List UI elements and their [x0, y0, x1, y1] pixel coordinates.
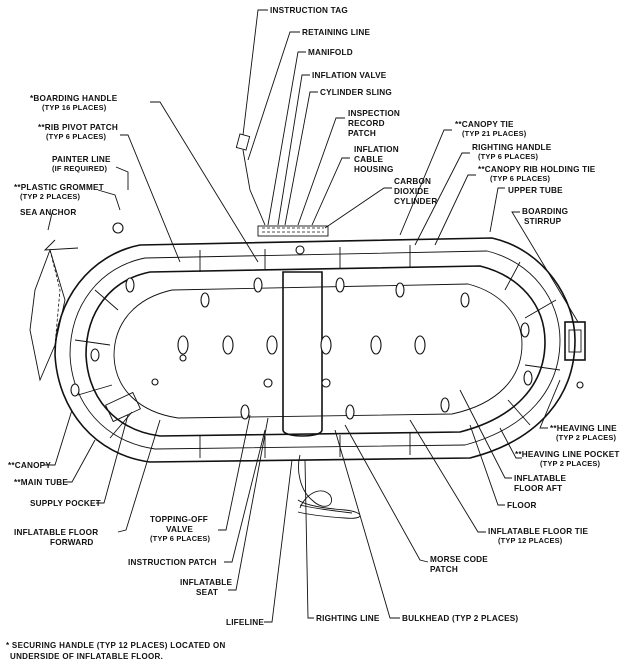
label-righting-line: RIGHTING LINE	[316, 614, 380, 623]
label-boarding-handle-2: (TYP 16 PLACES)	[42, 103, 107, 112]
label-instruction-tag: INSTRUCTION TAG	[270, 6, 348, 15]
label-carbon-dioxide-cylinder-2: DIOXIDE	[394, 187, 429, 196]
label-righting-handle-1: RIGHTING HANDLE	[472, 143, 552, 152]
callout-labels: INSTRUCTION TAG RETAINING LINE MANIFOLD …	[8, 6, 620, 627]
label-inflatable-floor-tie-1: INFLATABLE FLOOR TIE	[488, 527, 588, 536]
label-heaving-line-2: (TYP 2 PLACES)	[556, 433, 616, 442]
label-inspection-record-patch-3: PATCH	[348, 129, 376, 138]
footnote: * SECURING HANDLE (TYP 12 PLACES) LOCATE…	[6, 640, 326, 662]
label-heaving-line-pocket-1: **HEAVING LINE POCKET	[515, 450, 620, 459]
label-righting-handle-2: (TYP 6 PLACES)	[478, 152, 538, 161]
label-inflatable-floor-forward-1: INFLATABLE FLOOR	[14, 528, 98, 537]
label-topping-off-valve-3: (TYP 6 PLACES)	[150, 534, 210, 543]
label-lifeline: LIFELINE	[226, 618, 264, 627]
floor-outline	[113, 283, 523, 419]
label-inflatable-floor-tie-2: (TYP 12 PLACES)	[498, 536, 563, 545]
label-inspection-record-patch-1: INSPECTION	[348, 109, 400, 118]
boarding-stirrup-box	[564, 321, 586, 361]
raft-body	[54, 225, 586, 463]
label-upper-tube: UPPER TUBE	[508, 186, 563, 195]
inflatable-seat-shape	[282, 271, 323, 437]
label-bulkhead: BULKHEAD (TYP 2 PLACES)	[402, 614, 518, 623]
label-supply-pocket: SUPPLY POCKET	[30, 499, 101, 508]
label-retaining-line: RETAINING LINE	[302, 28, 370, 37]
footnote-line-1: * SECURING HANDLE (TYP 12 PLACES) LOCATE…	[6, 641, 226, 650]
label-morse-code-patch-1: MORSE CODE	[430, 555, 488, 564]
label-canopy-rib-holding-tie-2: (TYP 6 PLACES)	[490, 174, 550, 183]
label-carbon-dioxide-cylinder-1: CARBON	[394, 177, 431, 186]
co2-cylinder	[257, 225, 329, 237]
label-inflatable-seat-1: INFLATABLE	[180, 578, 233, 587]
label-morse-code-patch-2: PATCH	[430, 565, 458, 574]
label-canopy-tie-1: **CANOPY TIE	[455, 120, 514, 129]
leader-lines	[44, 9, 579, 623]
boarding-handles	[70, 222, 584, 420]
label-inflatable-floor-aft-1: INFLATABLE	[514, 474, 567, 483]
label-cylinder-sling: CYLINDER SLING	[320, 88, 392, 97]
label-inflation-cable-housing-1: INFLATION	[354, 145, 399, 154]
label-inflatable-floor-aft-2: FLOOR AFT	[514, 484, 562, 493]
label-heaving-line-1: **HEAVING LINE	[550, 424, 617, 433]
label-main-tube: **MAIN TUBE	[14, 478, 68, 487]
label-boarding-stirrup-2: STIRRUP	[524, 217, 562, 226]
label-rib-pivot-patch-1: **RIB PIVOT PATCH	[38, 123, 118, 132]
label-inspection-record-patch-2: RECORD	[348, 119, 385, 128]
main-tube-inner	[85, 265, 546, 437]
label-inflation-cable-housing-2: CABLE	[354, 155, 384, 164]
upper-tube-band	[69, 250, 561, 450]
label-painter-line-1: PAINTER LINE	[52, 155, 111, 164]
label-heaving-line-pocket-2: (TYP 2 PLACES)	[540, 459, 600, 468]
label-canopy-tie-2: (TYP 21 PLACES)	[462, 129, 527, 138]
label-topping-off-valve-2: VALVE	[166, 525, 193, 534]
label-canopy: **CANOPY	[8, 461, 51, 470]
label-boarding-handle-1: *BOARDING HANDLE	[30, 94, 118, 103]
sea-anchor-shape	[29, 239, 79, 382]
label-inflatable-seat-2: SEAT	[196, 588, 218, 597]
label-rib-pivot-patch-2: (TYP 6 PLACES)	[46, 132, 106, 141]
label-inflatable-floor-forward-2: FORWARD	[50, 538, 94, 547]
label-canopy-rib-holding-tie-1: **CANOPY RIB HOLDING TIE	[478, 165, 596, 174]
label-manifold: MANIFOLD	[308, 48, 353, 57]
label-carbon-dioxide-cylinder-3: CYLINDER	[394, 197, 437, 206]
righting-line-coil	[297, 454, 361, 519]
label-inflation-cable-housing-3: HOUSING	[354, 165, 394, 174]
label-floor: FLOOR	[507, 501, 537, 510]
label-plastic-grommet-2: (TYP 2 PLACES)	[20, 192, 80, 201]
label-sea-anchor: SEA ANCHOR	[20, 208, 76, 217]
footnote-line-2: UNDERSIDE OF INFLATABLE FLOOR.	[10, 652, 164, 661]
label-topping-off-valve-1: TOPPING-OFF	[150, 515, 208, 524]
label-boarding-stirrup-1: BOARDING	[522, 207, 568, 216]
label-instruction-patch: INSTRUCTION PATCH	[128, 558, 217, 567]
label-plastic-grommet-1: **PLASTIC GROMMET	[14, 183, 104, 192]
label-inflation-valve: INFLATION VALVE	[312, 71, 387, 80]
label-painter-line-2: (IF REQUIRED)	[52, 164, 107, 173]
